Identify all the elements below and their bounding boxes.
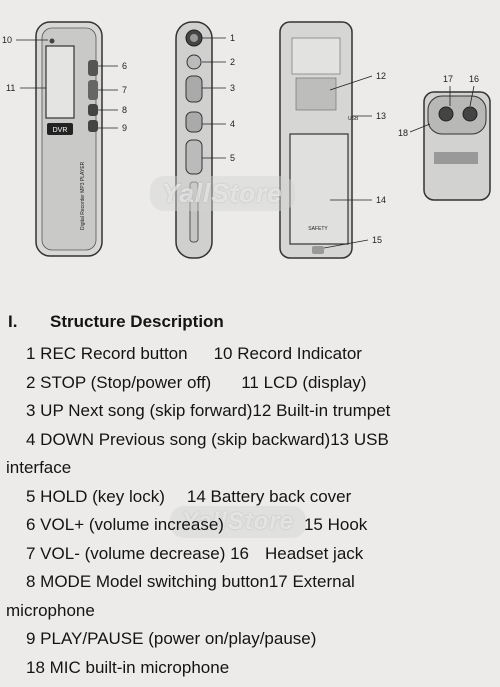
list-item: 4 DOWN Previous song (skip backward)13 U…: [26, 429, 389, 449]
device-top-view: [423, 91, 491, 201]
list-item: interface: [6, 458, 72, 477]
callout-8: 8: [122, 105, 127, 115]
callout-4: 4: [230, 119, 235, 129]
list-item: 18 MIC built-in microphone: [26, 657, 230, 677]
watermark-bottom: YallStore: [170, 506, 307, 538]
list-item: 6 VOL+ (volume increase)15 Hook: [26, 515, 368, 534]
callout-17: 17: [443, 74, 453, 84]
svg-text:Digital Recorder MP3 PLAYER: Digital Recorder MP3 PLAYER: [80, 161, 86, 230]
list-item: 2 STOP (Stop/power off)11 LCD (display): [26, 372, 367, 392]
section-title: Structure Description: [50, 312, 224, 331]
callout-10: 10: [2, 35, 12, 45]
callout-5: 5: [230, 153, 235, 163]
list-item: 5 HOLD (key lock)14 Battery back cover: [26, 486, 352, 506]
callout-3: 3: [230, 83, 235, 93]
callout-18: 18: [398, 128, 408, 138]
record-indicator: [49, 38, 55, 44]
callout-15: 15: [372, 235, 382, 245]
list-item: microphone: [6, 600, 95, 620]
device-diagram: DVR Digital Recorder MP3 PLAYER SAFETY U…: [2, 21, 491, 259]
callout-16: 16: [469, 74, 479, 84]
device-front-view: DVR Digital Recorder MP3 PLAYER: [35, 21, 103, 257]
list-item: 9 PLAY/PAUSE (power on/play/pause): [26, 629, 317, 648]
callout-12: 12: [376, 71, 386, 81]
lcd-screen: [45, 45, 75, 119]
list-item: 8 MODE Model switching button17 External: [26, 572, 355, 591]
callout-7: 7: [122, 85, 127, 95]
callout-1: 1: [230, 33, 235, 43]
list-item: 3 UP Next song (skip forward)12 Built-in…: [26, 401, 391, 420]
svg-text:SAFETY: SAFETY: [308, 226, 328, 232]
device-side-view: [175, 21, 213, 259]
battery-cover: [289, 133, 349, 245]
callout-9: 9: [122, 123, 127, 133]
dvr-label: DVR: [53, 127, 68, 134]
section-number: I.: [8, 312, 18, 331]
section-heading: I. Structure Description: [8, 312, 224, 332]
callout-13: 13: [376, 111, 386, 121]
callout-11: 11: [6, 83, 15, 93]
svg-text:USB: USB: [348, 116, 359, 122]
callout-6: 6: [122, 61, 127, 71]
callout-2: 2: [230, 57, 235, 67]
callout-14: 14: [376, 195, 386, 205]
device-back-view: SAFETY USB: [279, 21, 359, 259]
watermark-top: YallStore: [150, 176, 295, 211]
